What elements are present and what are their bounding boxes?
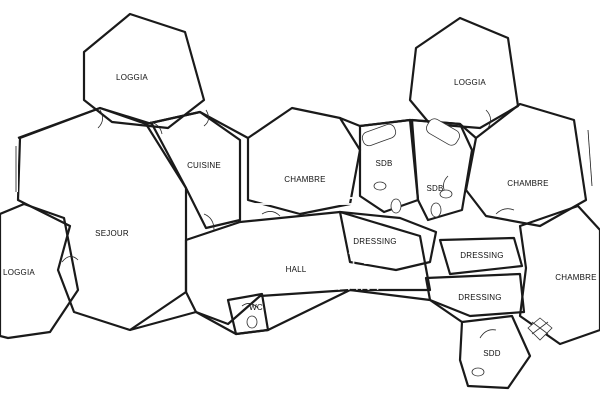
hall-area: [184, 210, 432, 326]
sink-icon: [471, 367, 485, 377]
sink-icon: [373, 181, 387, 191]
loggia-top-left-area: [82, 12, 206, 130]
shower-icon: [531, 321, 549, 335]
loggia-top-right-area: [408, 16, 520, 130]
window: [587, 129, 593, 187]
door-swing: [203, 213, 215, 231]
watermark-line1: REAL ESTATE: [222, 249, 378, 268]
chambre-far-right-area: [518, 204, 600, 346]
room-label-dressing-center: DRESSING: [353, 237, 396, 246]
outer-wall-right: [339, 116, 477, 139]
room-label-loggia-top-right: LOGGIA: [454, 78, 486, 87]
toilet-icon: [246, 315, 258, 329]
room-label-hall: HALL: [286, 265, 307, 274]
toilet-icon: [390, 198, 402, 214]
room-label-wc: WC: [249, 303, 263, 312]
outer-wall: [17, 106, 249, 140]
room-label-sdb-1: SDB: [375, 159, 392, 168]
sejour-area: [16, 106, 188, 332]
door-swing: [261, 211, 281, 217]
watermark-logo-text: RFC: [292, 148, 319, 163]
dressing-right-bottom-area: [424, 272, 526, 318]
door-swing: [479, 329, 497, 339]
watermark-logo: [248, 116, 360, 205]
door-swing: [203, 109, 209, 127]
chambre-center-area: [246, 106, 362, 216]
room-label-chambre-far-right: CHAMBRE: [555, 273, 596, 282]
room-label-sdd: SDD: [483, 349, 501, 358]
outer-wall-bottom: [129, 288, 463, 336]
door-swing: [97, 109, 103, 129]
watermark-line2: FRENCH COMPANY: [215, 277, 384, 294]
room-label-sdb-2: SDB: [426, 184, 443, 193]
door-swing: [61, 256, 79, 263]
bathtub-icon: [361, 123, 397, 147]
wc-area: [226, 292, 270, 336]
room-label-loggia-top-left: LOGGIA: [116, 73, 148, 82]
room-label-loggia-left: LOGGIA: [3, 268, 35, 277]
door-swing: [241, 303, 259, 309]
room-label-chambre-center: CHAMBRE: [284, 175, 325, 184]
toilet-icon: [430, 202, 442, 218]
sdd-area: [458, 314, 532, 390]
dressing-center-area: [338, 210, 438, 272]
room-label-cuisine: CUISINE: [187, 161, 221, 170]
room-label-dressing-right-top: DRESSING: [460, 251, 503, 260]
door-swing: [149, 121, 163, 135]
door-swing: [495, 208, 515, 215]
room-label-chambre-right: CHAMBRE: [507, 179, 548, 188]
door-swing: [485, 109, 491, 129]
sink-icon: [439, 189, 453, 199]
room-label-sejour: SEJOUR: [95, 229, 129, 238]
dressing-right-top-area: [438, 236, 524, 276]
chambre-right-area: [464, 102, 588, 228]
room-label-dressing-right-bottom: DRESSING: [458, 293, 501, 302]
bathtub-icon: [426, 118, 460, 146]
